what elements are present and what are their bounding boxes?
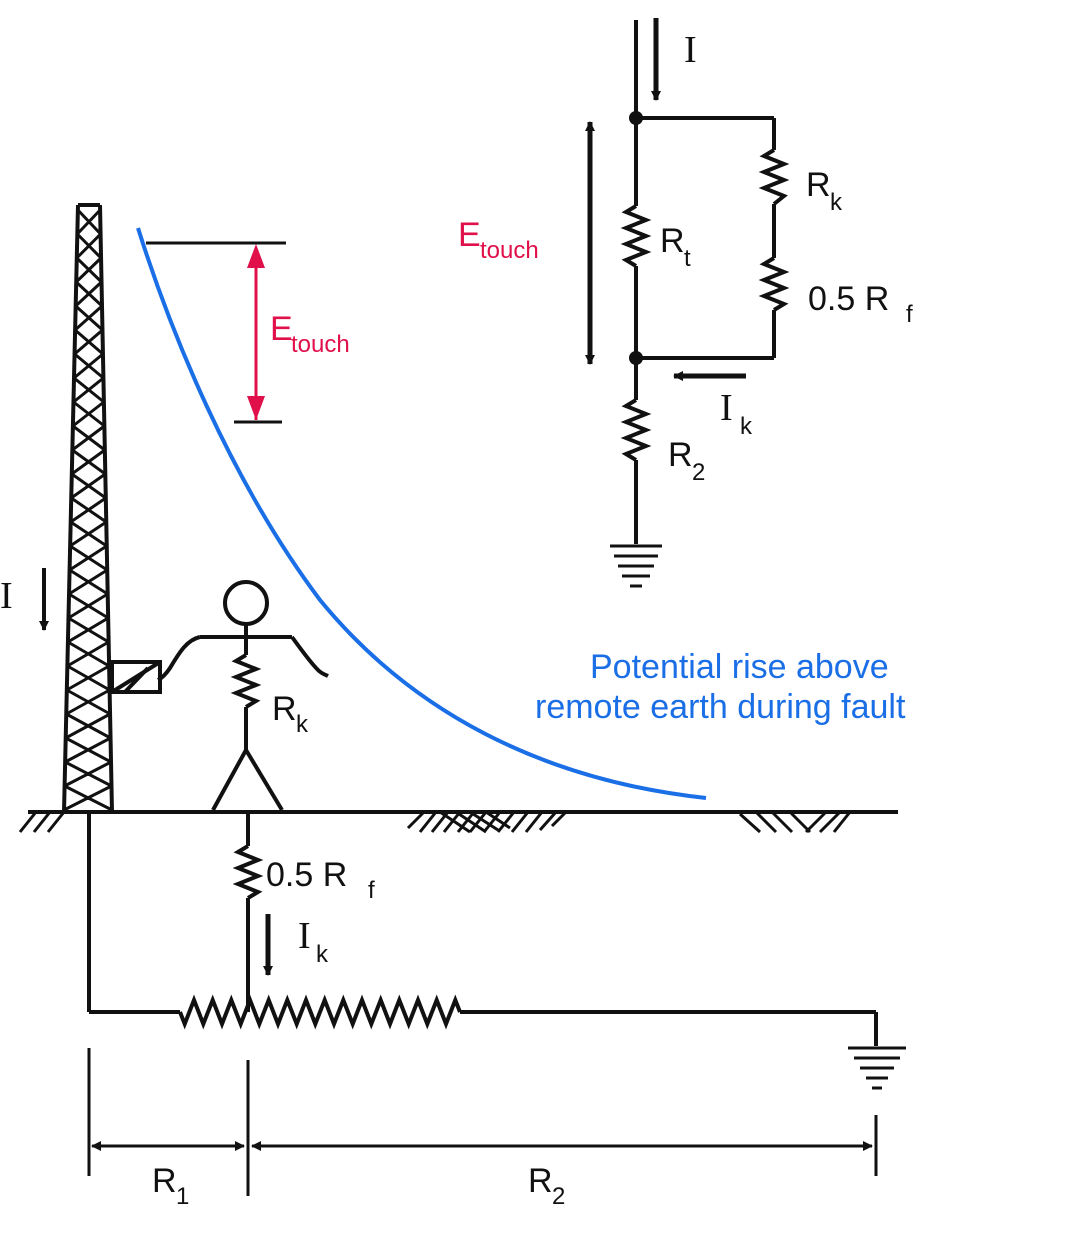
circuit-node-top [629, 111, 643, 125]
ground-ik-sub: k [316, 941, 329, 968]
circuit-ground-icon [610, 544, 662, 588]
circuit-rk-sub: k [830, 189, 843, 216]
etouch-circuit-sub: touch [480, 237, 539, 264]
equivalent-circuit [620, 20, 790, 544]
circuit-current-label: I [684, 29, 697, 71]
lattice-tower-icon [62, 203, 114, 813]
etouch-main-dimension [146, 241, 286, 424]
r2-dimension-sub: 2 [552, 1183, 565, 1210]
etouch-main-sub: touch [291, 331, 350, 358]
r1-dimension-sub: 1 [176, 1183, 189, 1210]
potential-caption-line2: remote earth during fault [535, 688, 906, 726]
circuit-rt-sub: t [684, 245, 691, 272]
circuit-ik-label: I [720, 387, 733, 429]
circuit-r2-label: R [668, 436, 693, 474]
earth-ground-icon [848, 1046, 906, 1090]
person-body-resistance-label: R [272, 690, 297, 728]
foot-resistance-sub: f [368, 877, 375, 904]
distance-dimensions [87, 1048, 878, 1196]
etouch-main-label: E [270, 310, 293, 348]
circuit-rf-label: 0.5 R [808, 280, 889, 318]
person-body-resistance-sub: k [296, 711, 309, 738]
ground-hatching [18, 810, 852, 834]
stick-figure-icon [157, 580, 329, 812]
potential-caption-line1: Potential rise above [590, 648, 889, 686]
circuit-r2-sub: 2 [692, 459, 705, 486]
etouch-circuit-label: E [458, 216, 481, 254]
r2-dimension-label: R [528, 1162, 553, 1200]
tower-contact-bracket [110, 660, 162, 694]
tower-current-label: I [0, 575, 13, 617]
circuit-rf-sub: f [906, 301, 913, 328]
circuit-ik-sub: k [740, 413, 753, 440]
circuit-rk-label: R [806, 166, 831, 204]
ground-ik-label: I [298, 915, 311, 957]
foot-resistance-label: 0.5 R [266, 856, 347, 894]
circuit-rt-label: R [660, 222, 685, 260]
underground-network [87, 812, 878, 1046]
potential-rise-curve [136, 227, 707, 800]
circuit-node-bottom [629, 351, 643, 365]
r1-dimension-label: R [152, 1162, 177, 1200]
